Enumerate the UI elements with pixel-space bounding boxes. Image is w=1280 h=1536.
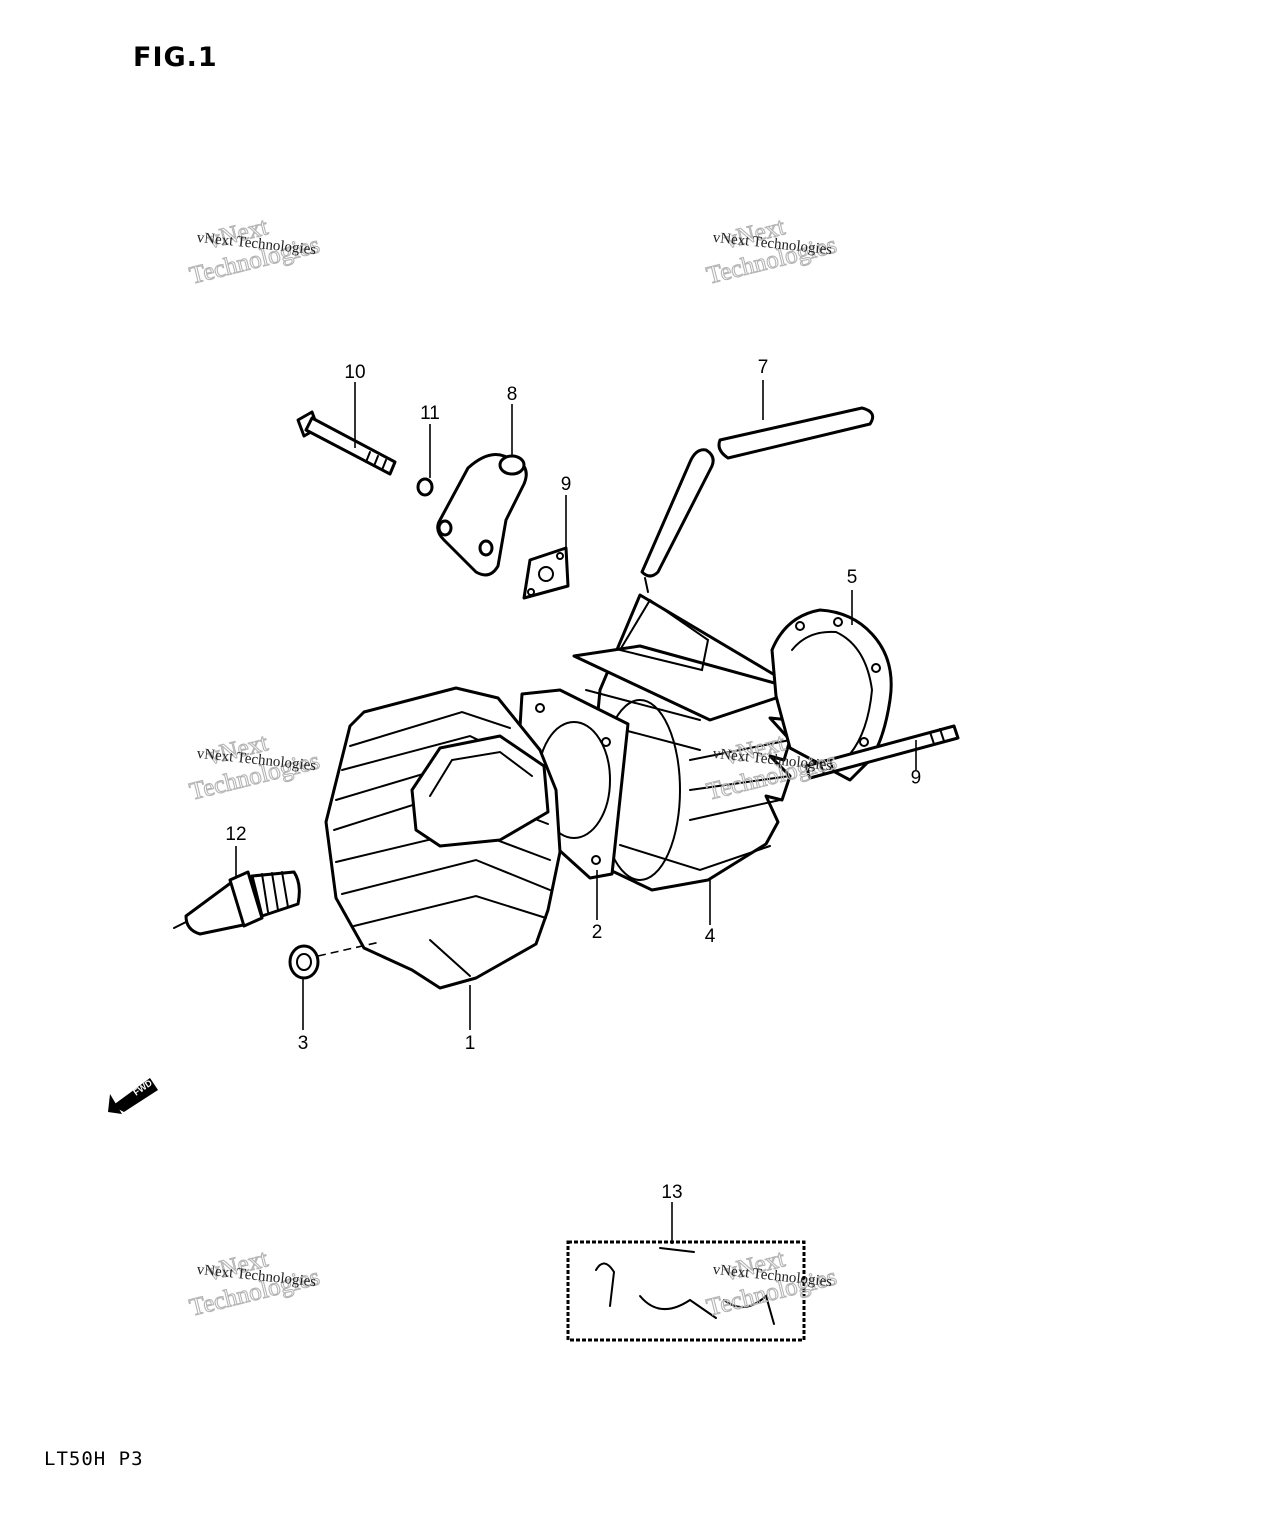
callout-6: 6 — [911, 765, 922, 786]
callout-8: 8 — [507, 384, 518, 405]
callout-2: 2 — [592, 922, 603, 943]
callout-7: 7 — [758, 357, 769, 378]
part-12-spark-plug[interactable] — [173, 870, 301, 936]
figure-title: FIG.1 — [133, 42, 218, 73]
part-8-intake-pipe[interactable] — [436, 453, 528, 577]
part-5-base-gasket[interactable] — [770, 608, 893, 782]
part-3-gasket[interactable] — [288, 941, 381, 980]
watermark: vNext Technologies — [186, 1245, 323, 1322]
part-10-bolt[interactable] — [296, 410, 397, 476]
part-7-hose[interactable] — [640, 406, 875, 593]
fwd-arrow-icon: FWD — [108, 1077, 158, 1114]
part-9-gasket[interactable] — [522, 546, 570, 600]
part-11-washer[interactable] — [416, 477, 434, 497]
callout-13: 13 — [661, 1182, 682, 1203]
part-13-label[interactable] — [566, 1240, 806, 1342]
callout-9: 9 — [561, 474, 572, 495]
part-6-stud[interactable] — [804, 724, 960, 780]
callout-3: 3 — [298, 1033, 309, 1054]
callout-10: 10 — [344, 362, 365, 383]
page-code: LT50H P3 — [44, 1448, 144, 1470]
callout-4: 4 — [705, 926, 716, 947]
part-1-cylinder-head[interactable] — [324, 686, 562, 990]
callout-11: 11 — [420, 403, 440, 424]
callout-5: 5 — [847, 567, 858, 588]
callout-12: 12 — [225, 824, 246, 845]
callout-1: 1 — [465, 1033, 476, 1054]
